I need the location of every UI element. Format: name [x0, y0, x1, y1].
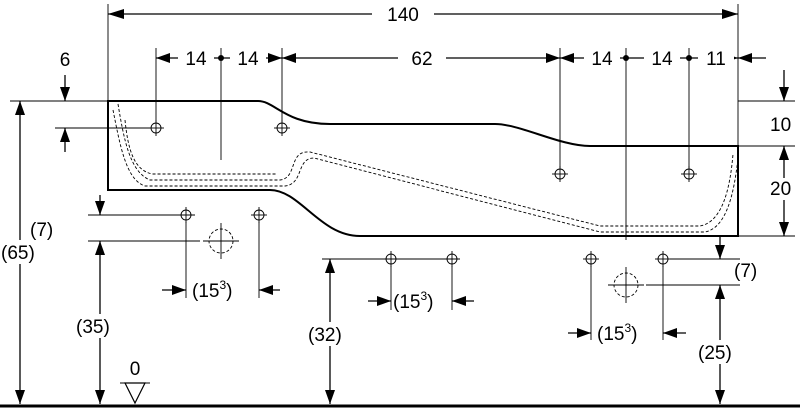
arrow-140-left: [108, 9, 124, 19]
arrow-chain-3: [282, 53, 296, 63]
dim-14-d: 14: [651, 49, 673, 70]
label-bg-140: [372, 2, 434, 24]
arrow-65-top: [15, 101, 25, 115]
label-bg-14c: [584, 46, 620, 68]
label-bg-35: [74, 314, 128, 338]
arrow-6-top: [60, 87, 70, 101]
label-bg-25: [696, 340, 750, 364]
arrow-32-bottom: [325, 390, 335, 404]
dim-11: 11: [706, 49, 726, 70]
arrow-7-left-top: [95, 201, 105, 215]
dim-32: (32): [308, 325, 342, 346]
dim-7-left: (7): [30, 220, 53, 241]
fixing-point-icon: [148, 120, 164, 136]
drain-icon: [608, 267, 644, 303]
dim-10: 10: [770, 115, 791, 136]
arrow-15-mid-a: [377, 296, 391, 306]
label-bg-14a: [178, 46, 214, 68]
arrow-7-right-top: [715, 245, 725, 259]
label-bg-11: [698, 46, 734, 68]
dim-total-width: 140: [387, 5, 419, 26]
dim-15-left: (153): [192, 278, 232, 302]
arrow-chain-7: [738, 53, 752, 63]
fixing-point-icon: [655, 251, 671, 267]
arrow-15-right-b: [663, 328, 677, 338]
arrow-15-right-a: [577, 328, 591, 338]
dim-65: (65): [1, 243, 35, 264]
arrow-25-top: [715, 285, 725, 299]
arrow-chain-1: [156, 53, 170, 63]
dim-6: 6: [60, 50, 71, 71]
label-bg-62: [398, 46, 446, 68]
dim-62: 62: [411, 49, 432, 70]
arrow-15-left-b: [259, 285, 273, 295]
arrow-20-top: [779, 146, 789, 160]
bowl-inner-line-3: [124, 119, 276, 175]
dim-35: (35): [76, 317, 110, 338]
arrow-65-bottom: [15, 390, 25, 404]
label-bg-32: [306, 322, 360, 346]
arrow-25-bottom: [715, 390, 725, 404]
arrow-15-mid-b: [452, 296, 466, 306]
fixing-point-icon: [552, 166, 568, 182]
fixing-point-icon: [178, 207, 194, 223]
fixing-point-icon: [583, 251, 599, 267]
fixing-point-icon: [251, 207, 267, 223]
arrow-chain-5: [560, 53, 574, 63]
fixing-point-icon: [383, 251, 399, 267]
label-bg-20: [768, 178, 800, 200]
arrow-chain-2: [268, 53, 282, 63]
arrow-32-top: [325, 259, 335, 273]
fixing-point-icon: [681, 166, 697, 182]
arrow-chain-4: [546, 53, 560, 63]
dim-14-b: 14: [237, 49, 259, 70]
arrow-10-top: [779, 87, 789, 101]
arrow-20-bottom: [779, 222, 789, 236]
arrow-35-bottom: [95, 390, 105, 404]
bowl-inner-line-1: [117, 103, 734, 227]
arrow-140-right: [722, 9, 738, 19]
basin-outline: [107, 100, 739, 237]
level-triangle-icon: [124, 382, 146, 405]
drain-icon: [203, 223, 239, 259]
arrow-15-left-a: [172, 285, 186, 295]
label-bg-65: [0, 240, 46, 264]
arrow-6-bottom: [60, 128, 70, 142]
label-bg-14d: [644, 46, 680, 68]
fixing-point-icon: [274, 120, 290, 136]
dim-20: 20: [770, 179, 791, 200]
bowl-inner-line-2: [112, 109, 739, 233]
dim-15-right: (153): [597, 321, 637, 345]
arrow-35-top: [95, 241, 105, 255]
dim-14-c: 14: [591, 49, 613, 70]
dim-25: (25): [698, 343, 732, 364]
dim-7-right: (7): [734, 261, 757, 282]
zero-level-label: 0: [130, 359, 141, 380]
fixing-point-icon: [444, 251, 460, 267]
label-bg-14b: [230, 46, 266, 68]
dim-15-mid: (153): [393, 289, 433, 313]
dim-14-a: 14: [185, 49, 207, 70]
